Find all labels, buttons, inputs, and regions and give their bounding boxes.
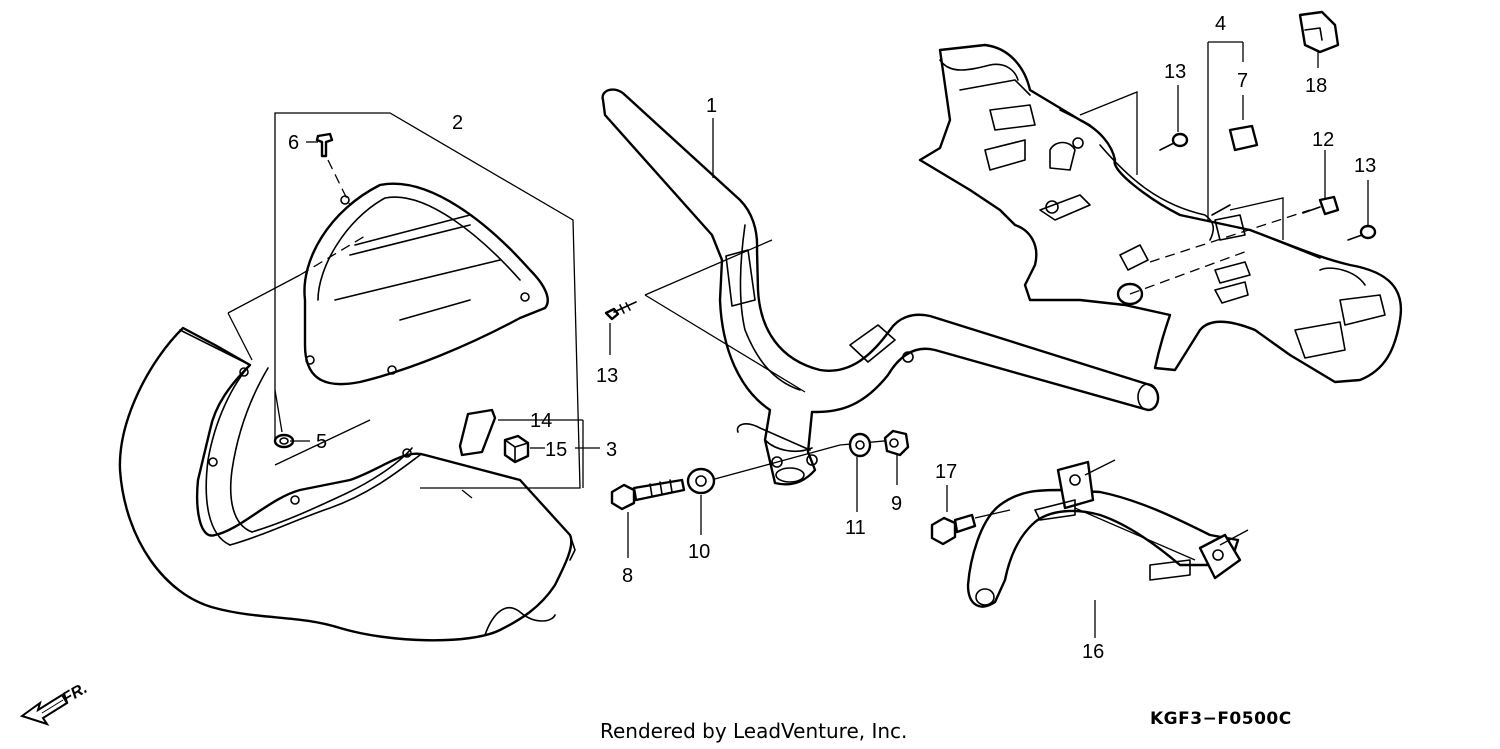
grab-rail-bolt	[930, 513, 977, 546]
collar	[686, 467, 716, 495]
callout-13-upper: 13	[1164, 61, 1186, 83]
tapping-screw-right	[1347, 224, 1377, 241]
flange-bolt	[610, 478, 686, 511]
callout-2: 2	[452, 112, 463, 134]
callout-12: 12	[1312, 129, 1334, 151]
tapping-screw	[604, 301, 637, 321]
pin-screw	[315, 132, 334, 158]
callout-13-handlebar: 13	[596, 365, 618, 387]
callout-6: 6	[288, 132, 299, 154]
callout-3: 3	[606, 439, 617, 461]
rubber-washer	[848, 432, 872, 458]
callout-15: 15	[545, 439, 567, 461]
windshield-assembly-bracket	[274, 112, 581, 489]
callout-16: 16	[1082, 641, 1104, 663]
emblem-block	[503, 434, 530, 464]
callout-1: 1	[706, 95, 717, 117]
callout-10: 10	[688, 541, 710, 563]
flange-screw	[1302, 195, 1340, 216]
emblem-pad	[458, 408, 497, 457]
callout-9: 9	[891, 493, 902, 515]
flange-nut	[883, 429, 910, 457]
wire-clip	[1298, 10, 1340, 54]
callout-4: 4	[1215, 13, 1226, 35]
callout-5: 5	[316, 431, 327, 453]
handlebar	[601, 88, 1160, 486]
callout-17: 17	[935, 461, 957, 483]
callout-14: 14	[530, 410, 552, 432]
callout-7: 7	[1237, 70, 1248, 92]
callout-11: 11	[845, 517, 866, 539]
tapping-screw-upper	[1159, 132, 1189, 151]
windshield	[303, 182, 549, 386]
rendered-by-credit: Rendered by LeadVenture, Inc.	[600, 719, 907, 743]
diagram-code: KGF3−F0500C	[1150, 709, 1292, 729]
callout-13-right: 13	[1354, 155, 1376, 177]
callout-18: 18	[1305, 75, 1327, 97]
front-direction-arrow-icon: FR.	[19, 680, 90, 726]
grab-rail	[966, 460, 1242, 608]
callout-8: 8	[622, 565, 633, 587]
caution-label	[1228, 124, 1259, 152]
front-handle-cover	[118, 326, 576, 642]
